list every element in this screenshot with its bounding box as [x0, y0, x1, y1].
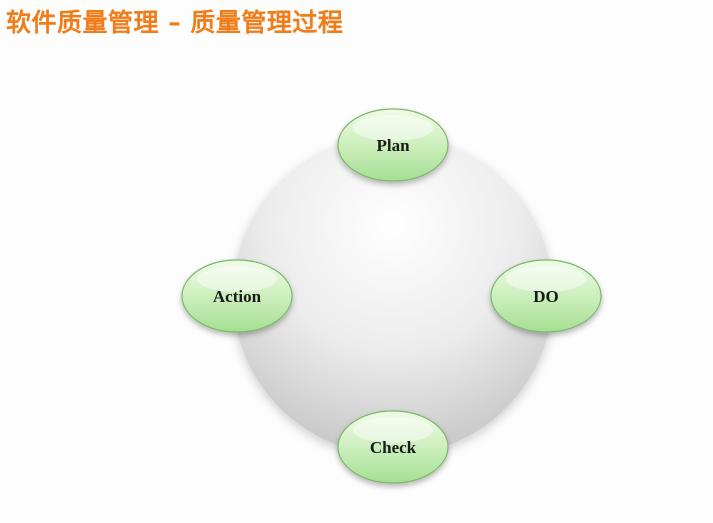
cycle-node-do-label: DO — [533, 287, 559, 306]
cycle-node-check[interactable]: Check — [337, 410, 449, 484]
cycle-disc — [233, 135, 553, 455]
slide-title: 软件质量管理 – 质量管理过程 — [6, 8, 344, 37]
cycle-node-action-label: Action — [213, 287, 262, 306]
cycle-node-plan-label: Plan — [376, 136, 410, 155]
cycle-node-check-label: Check — [370, 438, 417, 457]
cycle-node-action[interactable]: Action — [181, 259, 293, 333]
cycle-node-plan[interactable]: Plan — [337, 108, 449, 182]
cycle-node-do[interactable]: DO — [490, 259, 602, 333]
